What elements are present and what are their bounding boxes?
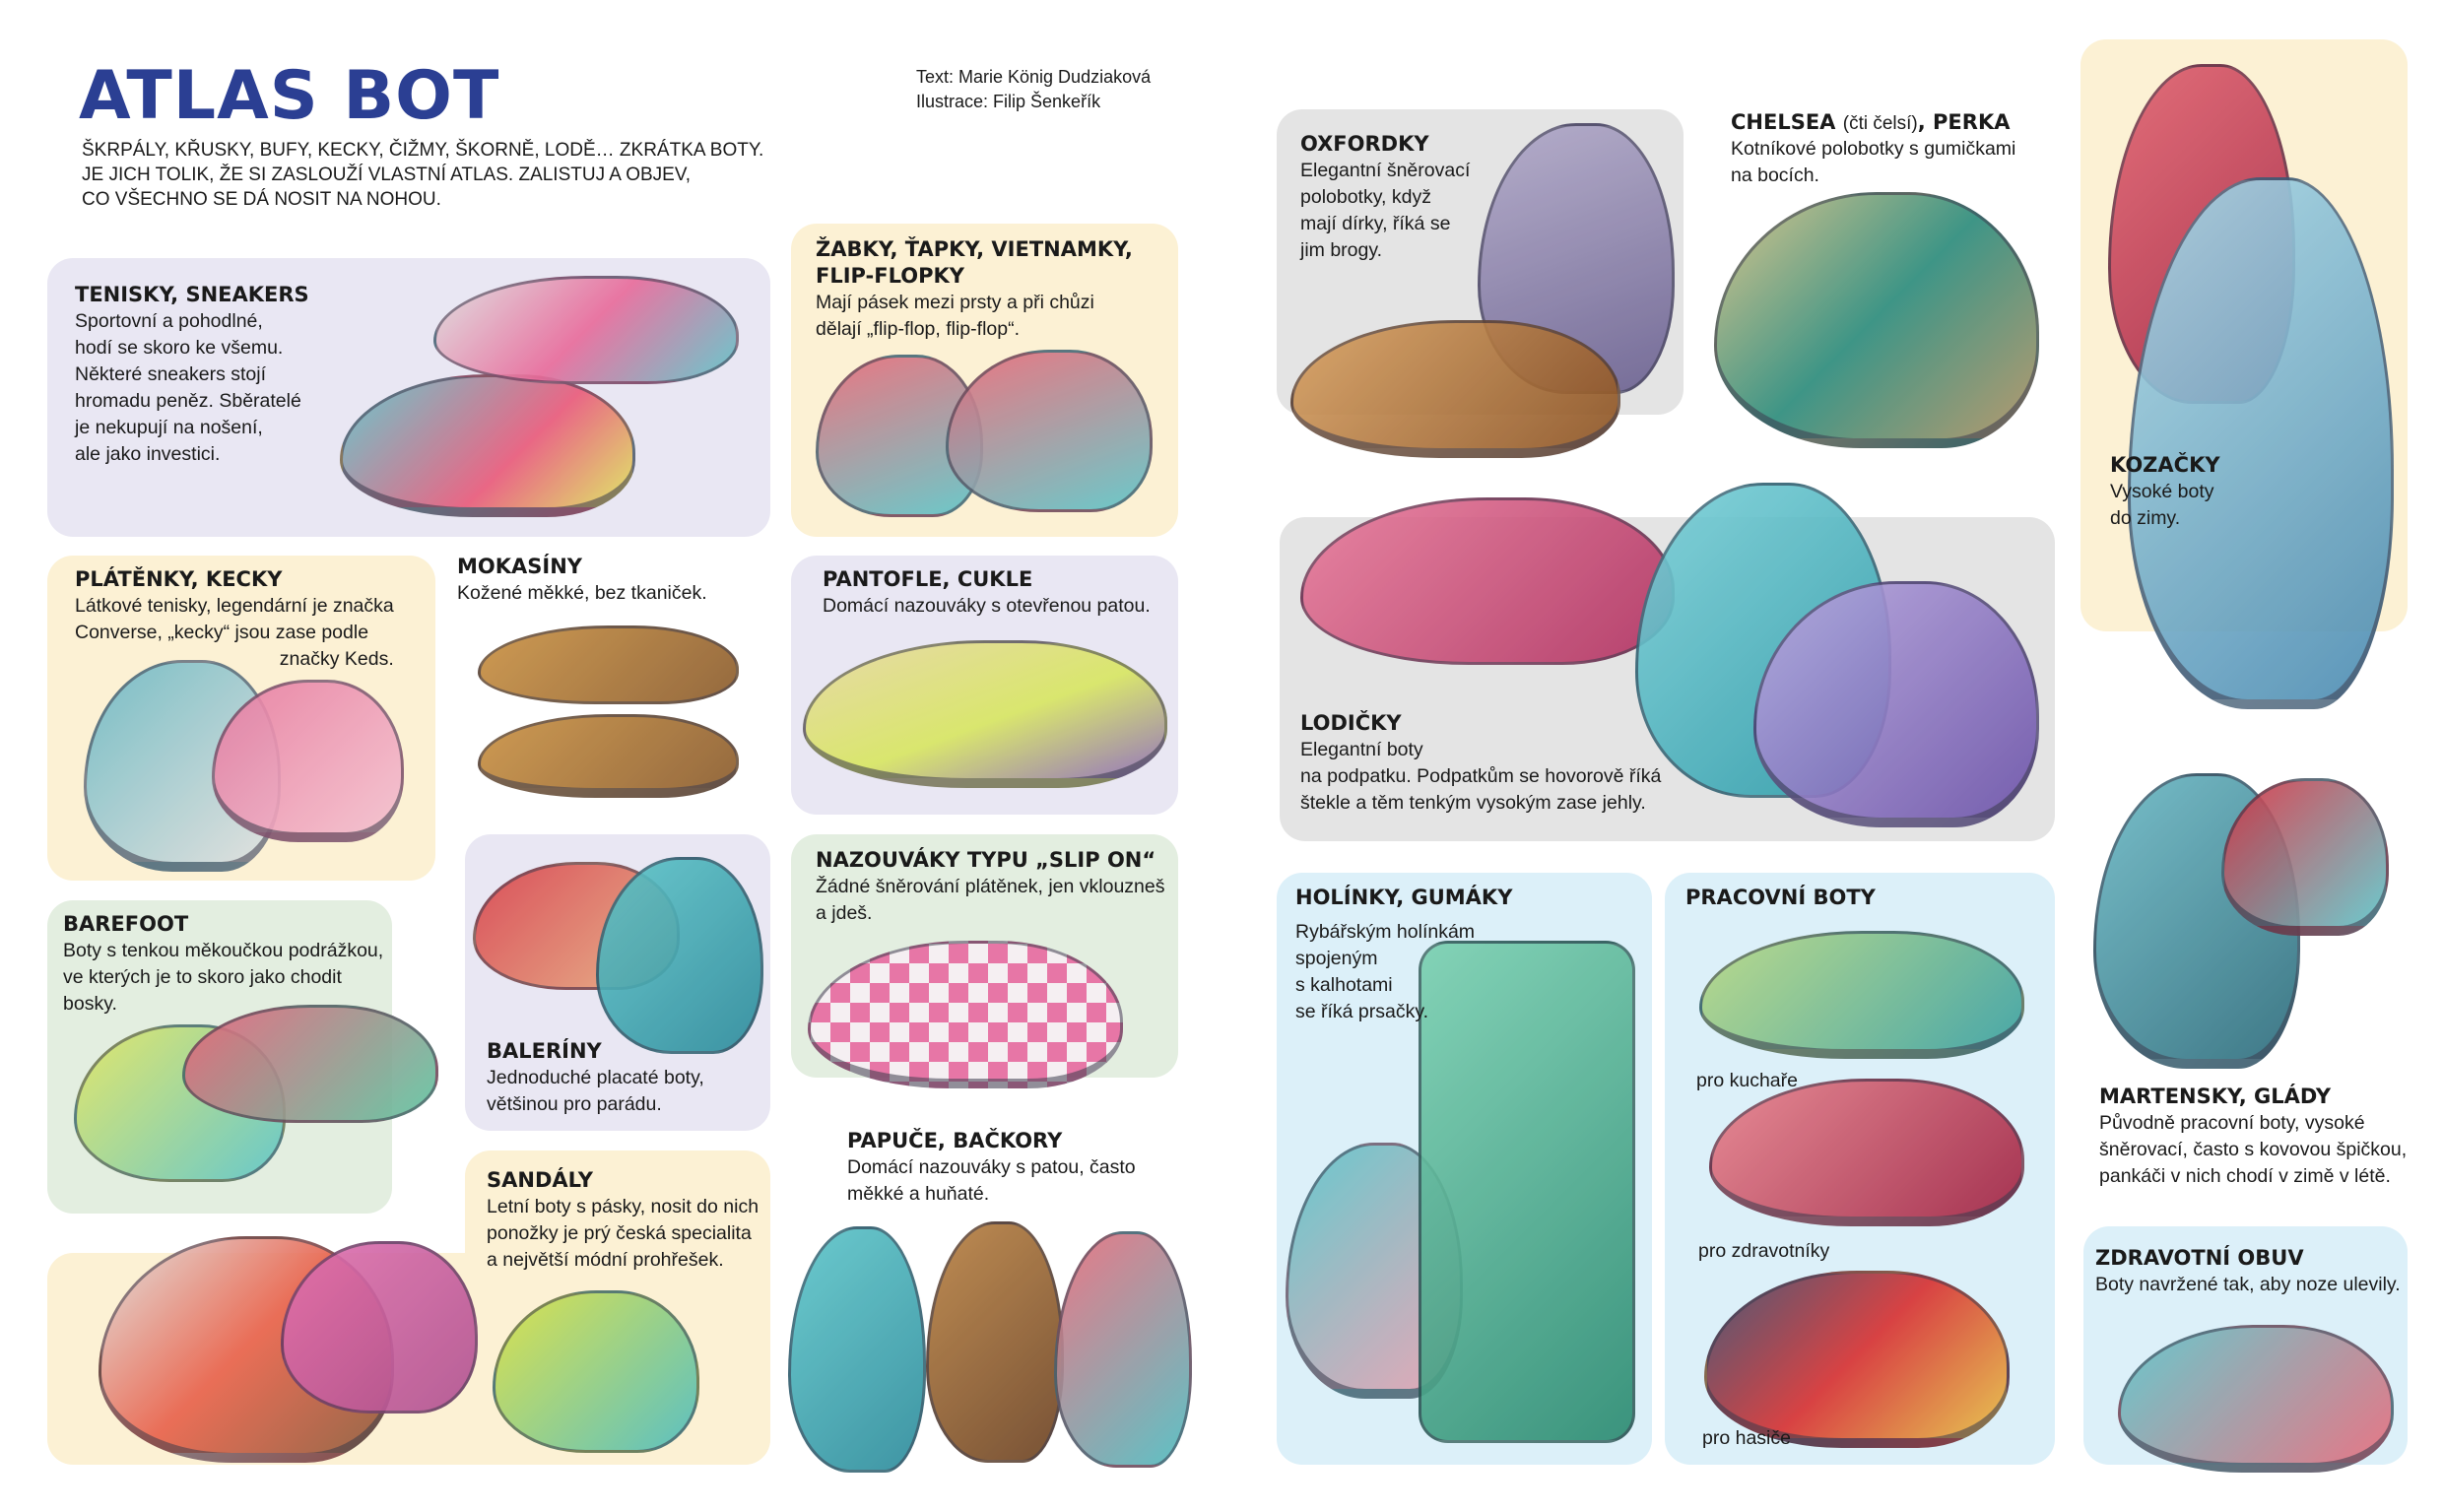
entry-title: Chelsea: [1731, 110, 1836, 134]
pronunciation-note: (čti čelsí): [1842, 113, 1918, 134]
health-sandal-illustration: [2118, 1325, 2394, 1473]
medical-clog-illustration: [1709, 1079, 2024, 1226]
stiletto-illustration: [1300, 497, 1675, 665]
sneaker-illustration: [340, 374, 635, 517]
sandal-illustration: [281, 1241, 478, 1413]
entry-text: Sportovní a pohodlné, hodí se skoro ke v…: [75, 310, 301, 465]
page-title: ATLAS BOT: [79, 57, 500, 135]
heel-illustration: [1753, 581, 2039, 827]
entry-oxfordky: OxfordkyElegantní šněrovací polobotky, k…: [1300, 131, 1470, 264]
firefighter-boot-illustration: [1704, 1271, 2010, 1448]
entry-barefoot: BarefootBoty s tenkou měkoučkou podrážko…: [63, 911, 383, 1018]
entry-chelsea: Chelsea (čti čelsí), PerkaKotníkové polo…: [1731, 109, 2015, 189]
slipper-illustration: [803, 640, 1167, 788]
entry-martensky: Martensky, gládyPůvodně pracovní boty, v…: [2099, 1084, 2407, 1190]
entry-title: Martensky, glády: [2099, 1085, 2332, 1108]
entry-zdravotni: Zdravotní obuvBoty navržené tak, aby noz…: [2095, 1245, 2401, 1298]
entry-text: Elegantní šněrovací polobotky, když mají…: [1300, 160, 1471, 261]
entry-title: Plátěnky, kecky: [75, 567, 283, 591]
entry-slipon: Nazouváky typu „slip on“ Žádné šněrování …: [816, 847, 1164, 927]
chelsea-boot-illustration: [1714, 192, 2039, 448]
entry-text: Kotníkové polobotky s gumičkami na bocíc…: [1731, 138, 2016, 186]
entry-text: Žádné šněrování plátěnek, jen vklouzneš …: [816, 876, 1165, 924]
entry-title: Baleríny: [487, 1039, 602, 1063]
waders-illustration: [1419, 941, 1635, 1443]
entry-text: Boty s tenkou měkoučkou podrážkou, ve kt…: [63, 940, 384, 1015]
entry-zabky: Žabky, ťapky, vietnamky, flip-flopkyMají…: [816, 236, 1133, 343]
entry-pantofle: Pantofle, cukleDomácí nazouváky s otevře…: [823, 566, 1151, 620]
entry-title: Žabky, ťapky, vietnamky, flip-flopky: [816, 237, 1133, 288]
label-pro-kuchare: pro kuchaře: [1696, 1070, 1798, 1091]
entry-text: Domácí nazouváky s patou, často měkké a …: [847, 1156, 1136, 1205]
entry-text: Mají pásek mezi prsty a při chůzi dělají…: [816, 292, 1094, 340]
entry-sandaly: SandályLetní boty s pásky, nosit do nich…: [487, 1167, 759, 1274]
entry-title: Oxfordky: [1300, 132, 1429, 156]
label-pro-zdravotniky: pro zdravotníky: [1698, 1240, 1830, 1262]
entry-title: Tenisky, sneakers: [75, 283, 309, 306]
entry-title: Holínky, gumáky: [1295, 886, 1513, 909]
entry-text: Domácí nazouváky s otevřenou patou.: [823, 595, 1151, 617]
entry-text: Kožené měkké, bez tkaniček.: [457, 582, 707, 604]
ballerina-illustration: [596, 857, 763, 1054]
entry-title: Mokasíny: [457, 555, 582, 578]
entry-text: Elegantní boty na podpatku. Podpatkům se…: [1300, 739, 1662, 814]
entry-lodicky: LodičkyElegantní boty na podpatku. Podpa…: [1300, 710, 1661, 817]
entry-mokasiny: MokasínyKožené měkké, bez tkaniček.: [457, 554, 707, 607]
tall-boot-illustration: [2128, 177, 2394, 709]
entry-title: Papuče, bačkory: [847, 1129, 1063, 1152]
chef-clog-illustration: [1699, 931, 2024, 1059]
entry-text: Rybářským holínkám spojeným s kalhotami …: [1295, 921, 1476, 1022]
credit-text: Text: Marie König Dudziaková: [916, 67, 1152, 87]
entry-text: Jednoduché placaté boty, většinou pro pa…: [487, 1067, 704, 1115]
entry-title: Kozačky: [2110, 453, 2220, 477]
entry-pracovni: Pracovní boty: [1685, 885, 1876, 911]
entry-tenisky: Tenisky, sneakersSportovní a pohodlné, h…: [75, 282, 309, 468]
entry-title: Lodičky: [1300, 711, 1402, 735]
entry-text: Látkové tenisky, legendární je značka Co…: [75, 595, 394, 643]
entry-text: Boty navržené tak, aby noze ulevily.: [2095, 1274, 2401, 1295]
entry-title: Zdravotní obuv: [2095, 1246, 2304, 1270]
martens-boot-illustration: [2221, 778, 2389, 936]
entry-title: Pantofle, cukle: [823, 567, 1033, 591]
entry-title: Barefoot: [63, 912, 189, 936]
entry-text: Letní boty s pásky, nosit do nich ponožk…: [487, 1196, 759, 1271]
sneaker-illustration: [212, 680, 404, 842]
flip-flop-illustration: [946, 350, 1153, 512]
slip-on-illustration: [808, 941, 1123, 1088]
entry-text: Vysoké boty do zimy.: [2110, 481, 2214, 529]
house-slipper-illustration: [788, 1226, 926, 1473]
entry-holinky: Holínky, gumákyRybářským holínkám spojen…: [1295, 885, 1512, 1025]
intro-text: ŠKRPÁLY, KŘUSKY, BUFY, KECKY, ČIŽMY, ŠKO…: [82, 140, 764, 210]
credit-illustration: Ilustrace: Filip Šenkeřík: [916, 92, 1101, 111]
label-pro-hasice: pro hasiče: [1702, 1427, 1791, 1449]
oxford-illustration: [1290, 320, 1620, 458]
entry-text: značky Keds.: [279, 648, 394, 670]
entry-text: Původně pracovní boty, vysoké šněrovací,…: [2099, 1112, 2408, 1187]
entry-title: Sandály: [487, 1168, 593, 1192]
entry-title: Nazouváky typu „slip on“: [816, 848, 1156, 872]
entry-title-alt: , Perka: [1917, 110, 2011, 134]
entry-title: Pracovní boty: [1685, 886, 1876, 909]
entry-platenky: Plátěnky, keckyLátkové tenisky, legendár…: [75, 566, 394, 673]
entry-papuce: Papuče, bačkoryDomácí nazouváky s patou,…: [847, 1128, 1136, 1208]
sneaker-illustration: [433, 276, 739, 384]
moccasin-illustration: [478, 625, 739, 704]
entry-kozacky: KozačkyVysoké boty do zimy.: [2110, 452, 2220, 532]
moccasin-illustration: [478, 714, 739, 798]
sandal-illustration: [493, 1290, 699, 1453]
barefoot-shoe-illustration: [182, 1005, 438, 1123]
house-slipper-illustration: [926, 1221, 1064, 1463]
entry-baleriny: BalerínyJednoduché placaté boty, většino…: [487, 1038, 704, 1118]
house-slipper-illustration: [1054, 1231, 1192, 1468]
